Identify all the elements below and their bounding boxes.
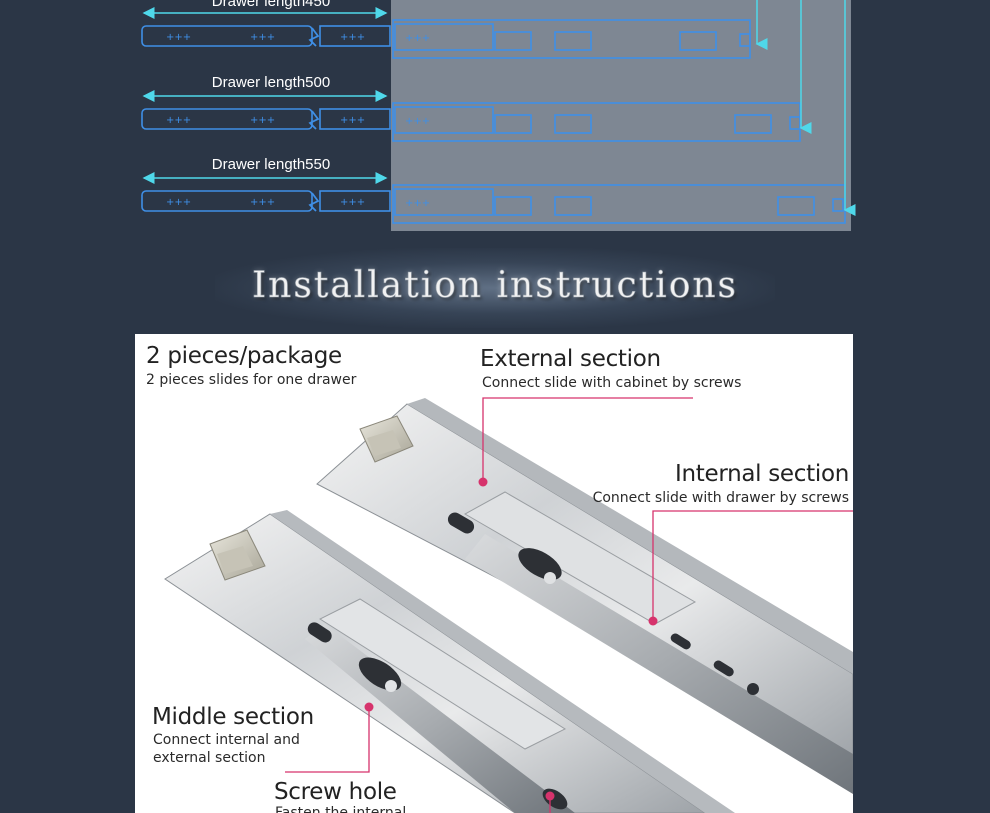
svg-text:+++: +++ (166, 115, 191, 126)
callout-leader-lines (285, 397, 853, 813)
lower-slide-rail (164, 510, 735, 813)
svg-text:+++: +++ (250, 32, 275, 43)
middle-section-desc-line2: external section (153, 750, 266, 766)
upper-slide-rail (316, 398, 853, 794)
svg-text:+++: +++ (250, 197, 275, 208)
product-photo-panel: 2 pieces/package 2 pieces slides for one… (135, 334, 853, 813)
internal-section-desc: Connect slide with drawer by screws (592, 490, 849, 506)
external-section-title: External section (480, 346, 661, 372)
internal-section-title: Internal section (675, 461, 849, 487)
callout-markers (364, 477, 658, 801)
package-desc: 2 pieces slides for one drawer (146, 372, 357, 388)
middle-section-title: Middle section (152, 704, 314, 730)
title-glow (215, 248, 775, 328)
svg-text:+++: +++ (340, 32, 365, 43)
page-title: Installation instructions (251, 265, 739, 307)
drawer-length-550-label: Drawer length550 (211, 156, 331, 173)
svg-text:+++: +++ (405, 33, 430, 44)
slide-diagram-svg: +++ +++ +++ +++ +++ +++ +++ +++ (141, 0, 856, 224)
slide-row-450: +++ +++ +++ +++ (141, 7, 751, 59)
screw-hole-title: Screw hole (274, 779, 397, 805)
svg-text:+++: +++ (405, 116, 430, 127)
screw-hole-desc: Fasten the internal (275, 805, 407, 813)
svg-text:+++: +++ (250, 115, 275, 126)
drawer-slide-illustration (164, 397, 853, 813)
section-title-band: Installation instructions (0, 240, 990, 334)
slide-row-500: +++ +++ +++ +++ (141, 90, 801, 142)
svg-text:+++: +++ (340, 197, 365, 208)
svg-text:+++: +++ (166, 32, 191, 43)
svg-text:+++: +++ (166, 197, 191, 208)
slide-row-550: +++ +++ +++ +++ (141, 172, 846, 224)
depth-indicator-lines (755, 0, 856, 216)
drawer-length-500-label: Drawer length500 (211, 74, 331, 91)
package-title: 2 pieces/package (146, 343, 342, 369)
svg-text:+++: +++ (340, 115, 365, 126)
svg-text:+++: +++ (405, 198, 430, 209)
external-section-desc: Connect slide with cabinet by screws (482, 375, 742, 391)
drawer-length-450-label: Drawer length450 (211, 0, 331, 10)
middle-section-desc-line1: Connect internal and (153, 732, 300, 748)
cabinet-outline (391, 0, 851, 231)
drawer-length-diagram: +++ +++ +++ +++ +++ +++ +++ +++ (0, 0, 990, 240)
